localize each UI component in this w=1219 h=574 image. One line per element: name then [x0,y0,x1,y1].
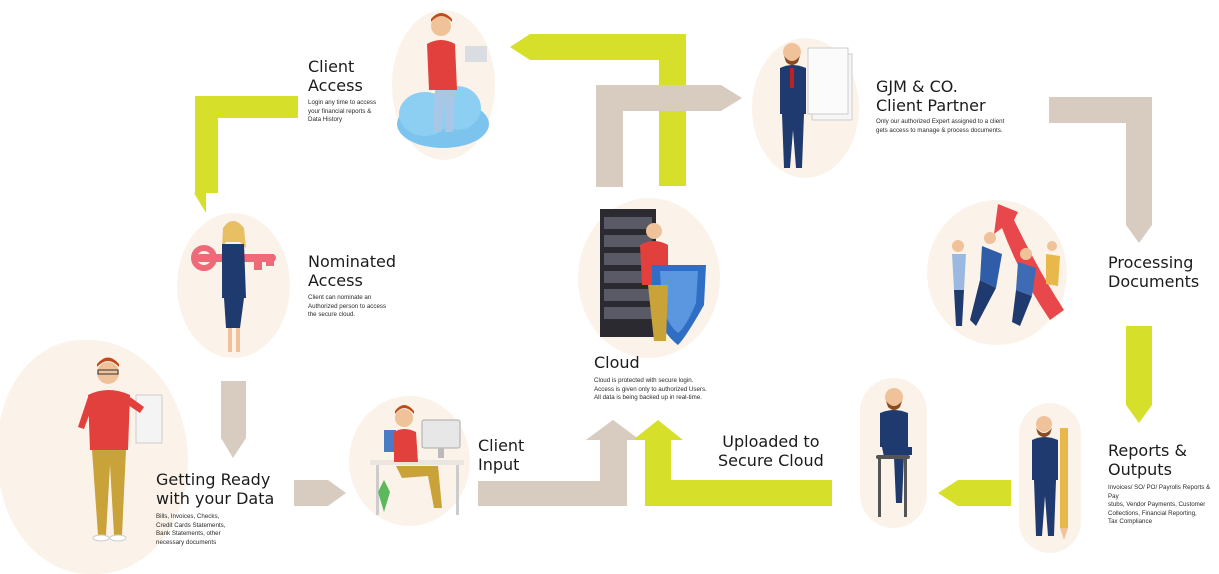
person-on-cloud-icon [397,13,489,148]
step-title-getting-ready: Getting Ready with your Data [156,470,275,508]
step-title-uploaded: Uploaded to Secure Cloud [718,432,824,470]
arrow-input-to-cloud [478,420,640,506]
person-holding-document-icon [78,357,163,542]
woman-holding-key-icon [191,221,276,352]
arrow-processing-to-reports [1126,326,1152,423]
step-desc-reports: Invoices/ SO/ PO/ Payrolls Reports & Pay… [1108,484,1211,526]
step-desc-nominated-access: Client can nominate an Authorized person… [308,294,387,319]
step-desc-client-partner: Only our authorized Expert assigned to a… [876,118,1005,134]
step-desc-cloud: Cloud is protected with secure login. Ac… [594,377,707,402]
arrow-getting-ready-up [221,381,246,458]
step-desc-client-access: Login any time to access your financial … [308,99,377,124]
arrow-client-access-to-nominated [194,96,298,213]
person-on-stool-icon [876,388,912,517]
arrow-getting-ready-to-input [294,480,346,506]
step-title-nominated-access: Nominated Access [308,252,397,290]
step-desc-getting-ready: Bills, Invoices, Checks, Credit Cards St… [156,513,226,546]
step-title-processing: Processing Documents [1108,253,1200,291]
person-with-pencil-icon [1032,416,1068,540]
arrow-partner-to-processing [1049,97,1152,243]
server-shield-icon [600,209,706,345]
arrow-reports-to-uploaded [938,480,1011,506]
arrow-uploaded-to-cloud [633,420,832,506]
step-title-client-input: Client Input [478,436,525,474]
person-at-computer-icon [370,405,464,515]
step-title-client-access: Client Access [308,57,363,95]
arrow-cloud-to-partner [596,85,742,187]
team-pushing-arrow-icon [952,204,1064,326]
expert-holding-documents-icon [780,43,853,168]
step-title-cloud: Cloud [594,353,640,372]
step-title-reports: Reports & Outputs [1108,441,1187,479]
step-title-client-partner: GJM & CO. Client Partner [876,77,986,115]
